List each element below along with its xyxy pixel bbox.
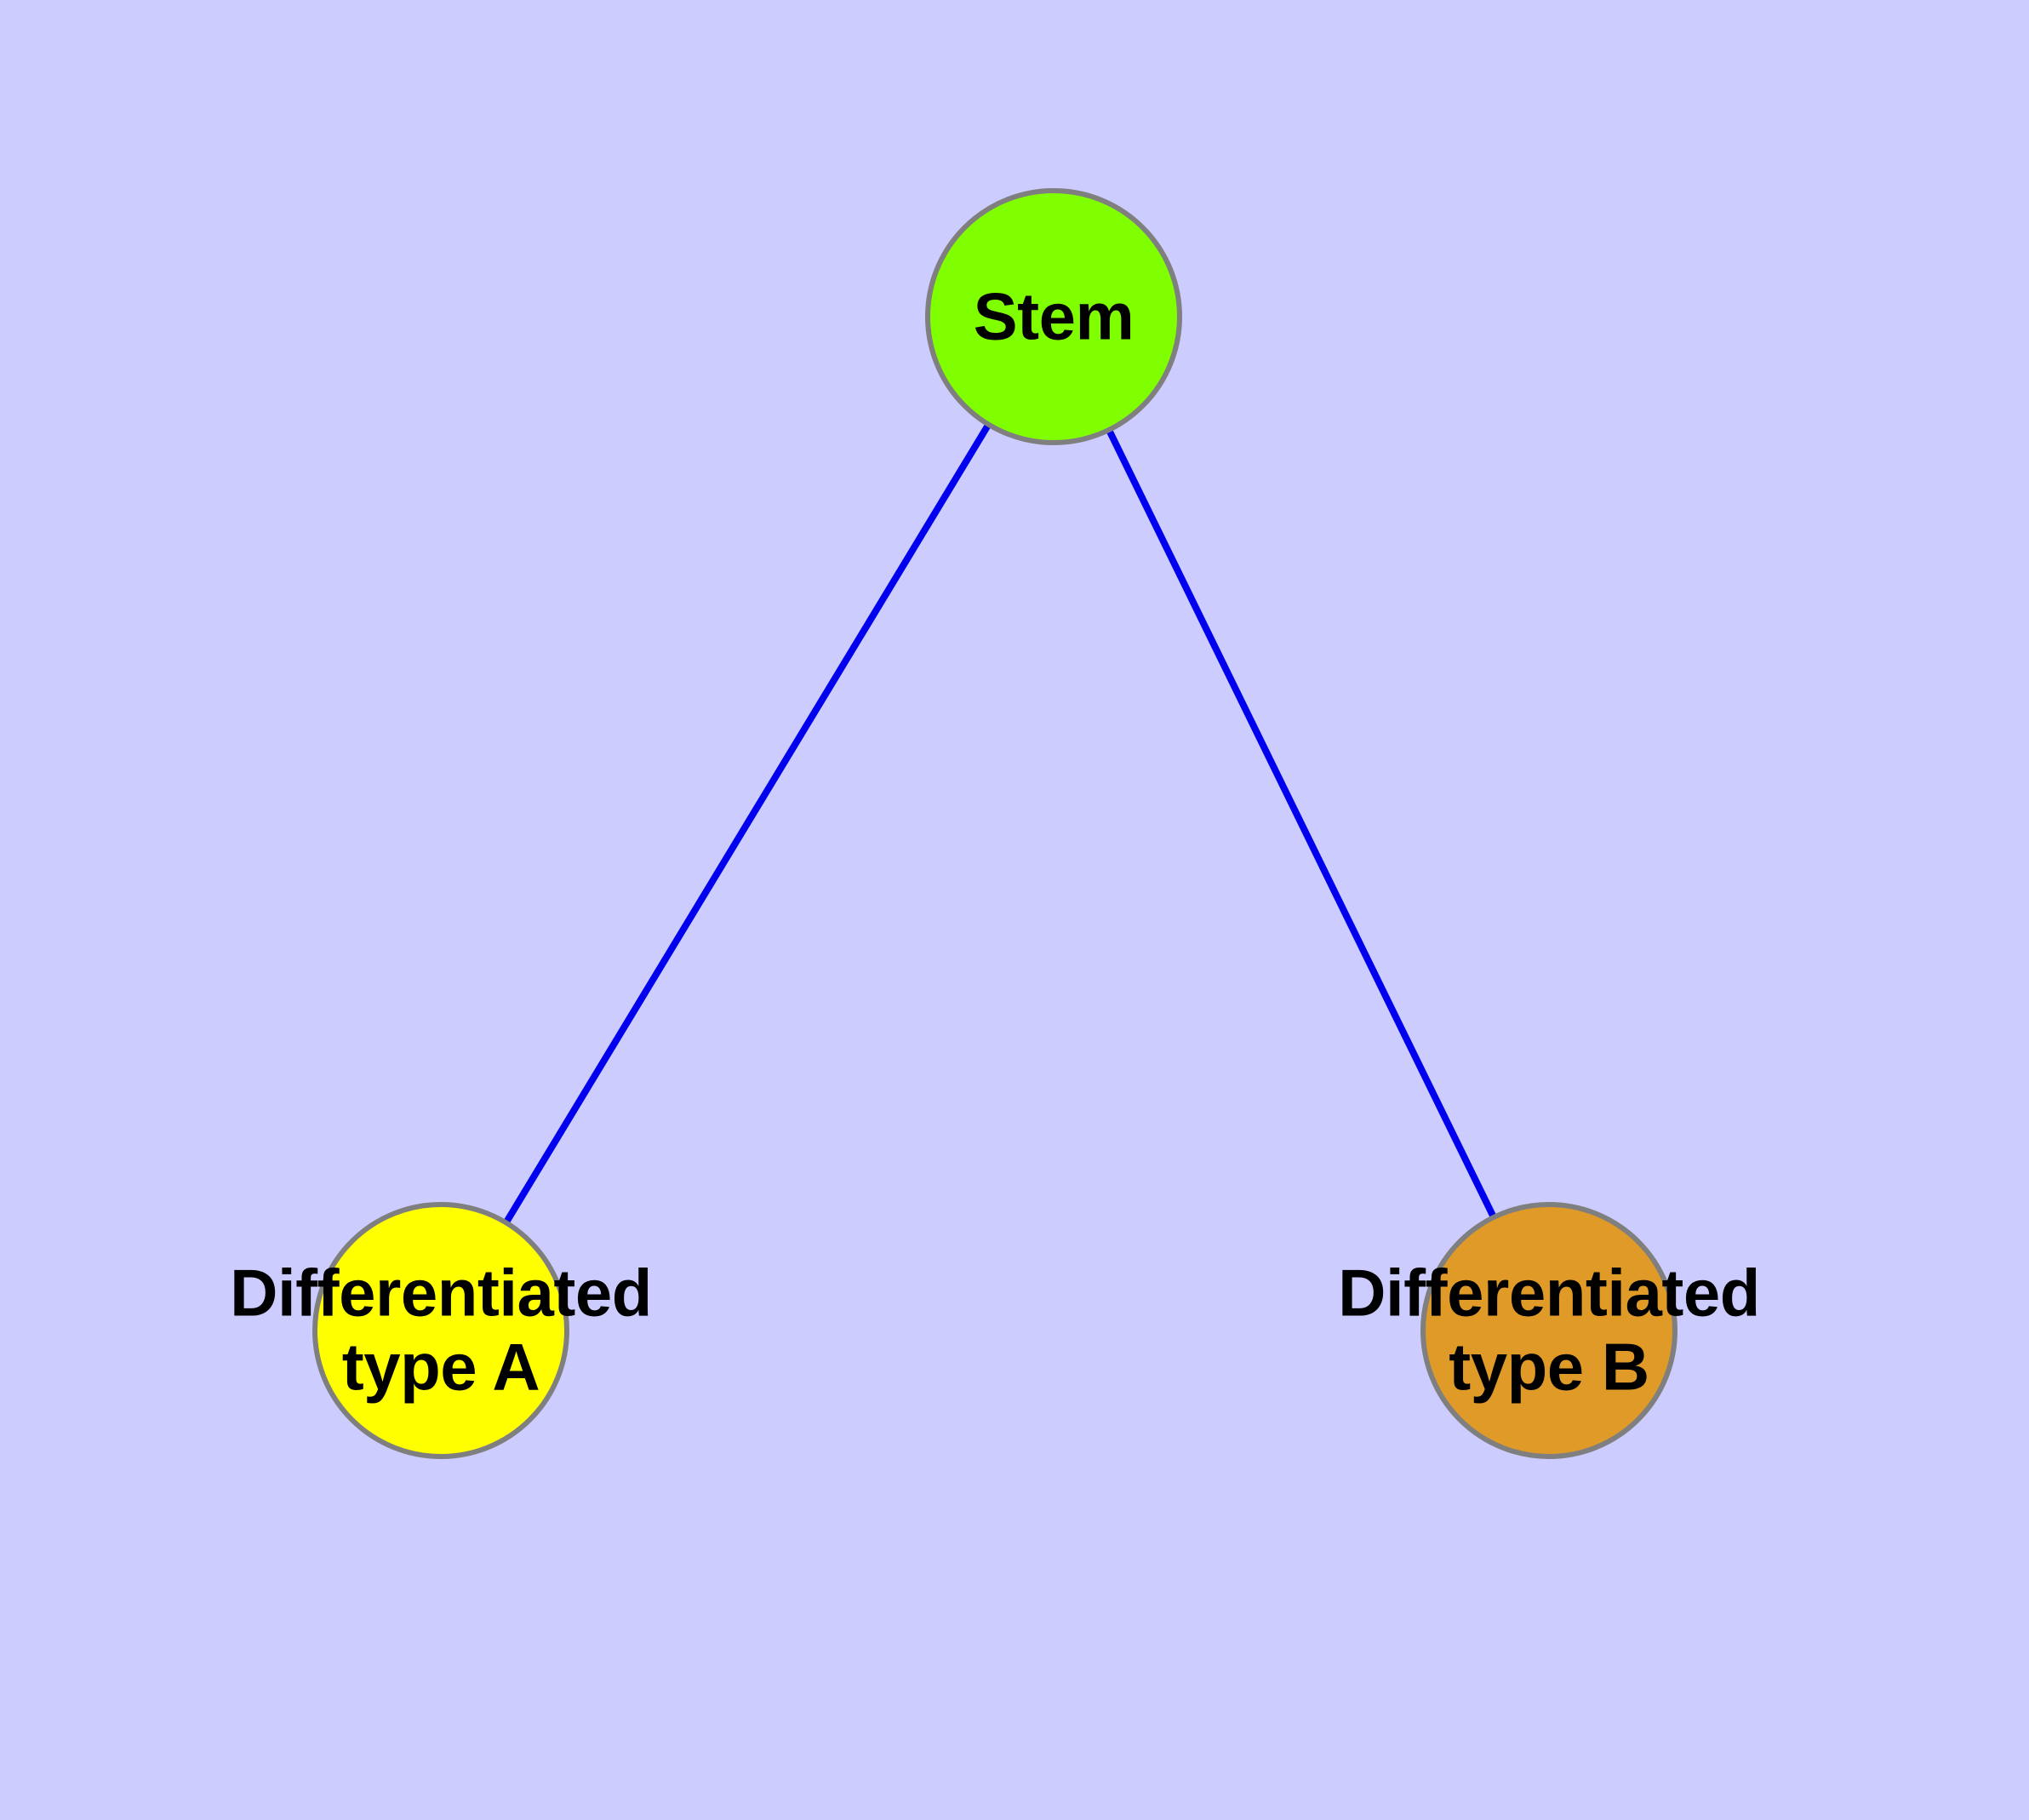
node-stem[interactable]: [925, 188, 1182, 445]
node-layer: [312, 188, 1677, 1459]
edge-stem-to-diff-b[interactable]: [1106, 429, 1496, 1218]
edge-layer: [504, 424, 1496, 1223]
node-diff-b[interactable]: [1420, 1202, 1677, 1459]
edge-stem-to-diff-a[interactable]: [504, 424, 991, 1223]
node-diff-a[interactable]: [312, 1202, 569, 1459]
